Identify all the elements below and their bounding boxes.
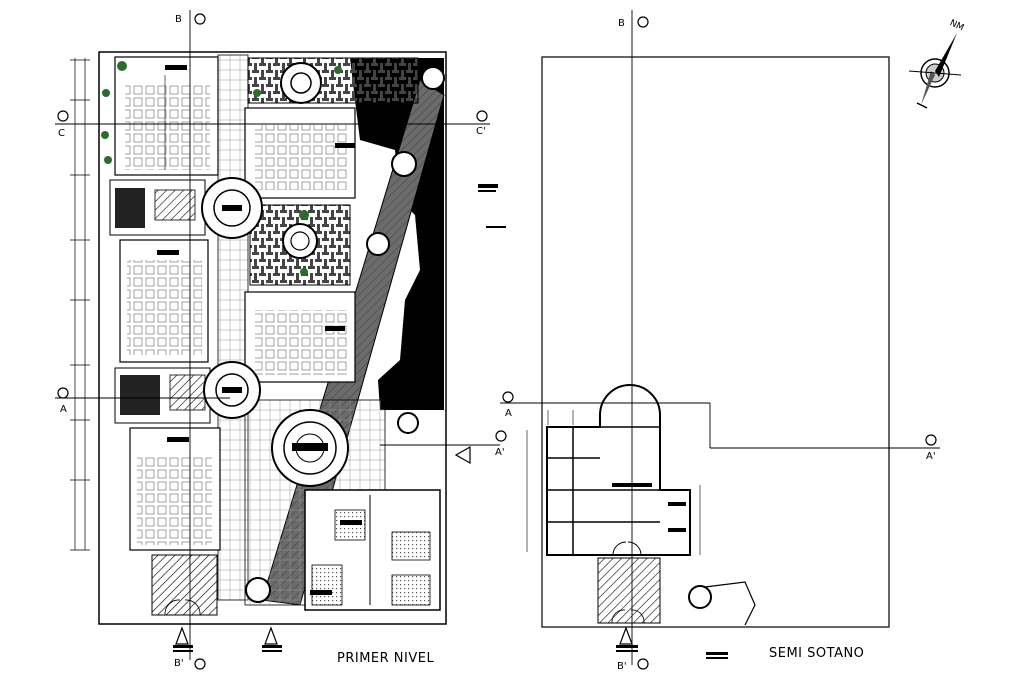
entrance-marker-right — [454, 445, 471, 465]
patio-top — [247, 57, 419, 104]
entrance-marker-left — [173, 626, 193, 652]
circular-plaza-main — [271, 409, 349, 487]
semi-entrance-stairs — [597, 557, 661, 624]
label-a-left-semi: A — [505, 408, 512, 419]
small-circles-ramp — [245, 66, 445, 603]
entrance-marker-semi — [616, 626, 638, 652]
label-b-top-right: B — [618, 18, 625, 29]
plan-title-primer-nivel: PRIMER NIVEL — [337, 651, 434, 666]
label-b-bottom-left: B' — [174, 658, 184, 669]
section-marker-icons — [57, 13, 937, 670]
vegetation — [101, 61, 342, 276]
stair-block-1 — [109, 179, 206, 236]
semi-sotano-plan — [500, 10, 940, 665]
circular-plaza-2 — [201, 177, 263, 239]
legend-bar-2 — [486, 226, 506, 228]
legend-bar-1 — [478, 184, 498, 188]
entrance-marker-center — [262, 626, 282, 652]
plan-title-semi-sotano: SEMI SOTANO — [769, 646, 864, 661]
label-c-left: C — [58, 128, 65, 139]
classroom-block-5 — [244, 291, 356, 383]
primer-nivel-plan — [55, 10, 500, 660]
label-a-left-primary: A — [60, 404, 67, 415]
circular-plaza-4 — [203, 361, 261, 419]
label-c-right: C' — [476, 126, 486, 137]
label-a-right-semi: A' — [926, 451, 936, 462]
semi-annex — [688, 581, 756, 626]
classroom-block-3 — [129, 427, 221, 551]
circular-plaza-3 — [282, 223, 318, 259]
classroom-block-1 — [114, 56, 219, 176]
label-b-bottom-right: B' — [617, 661, 627, 672]
stair-block-2 — [114, 367, 211, 424]
circular-plaza-1 — [280, 62, 322, 104]
interior-walls — [547, 426, 660, 555]
classroom-block-4 — [244, 107, 356, 199]
semi-site-boundary — [541, 56, 890, 628]
site-boundary — [98, 51, 447, 625]
north-arrow-label: NM — [948, 18, 965, 33]
classroom-block-2 — [119, 239, 209, 363]
services-block — [304, 489, 441, 611]
central-corridor — [217, 54, 249, 601]
label-a-right-primary: A' — [495, 447, 505, 458]
semi-title-underline — [706, 652, 728, 655]
entrance-stairs-left — [151, 554, 218, 616]
label-b-top-left: B — [175, 14, 182, 25]
north-arrow-icon — [908, 33, 962, 109]
dimension-lines-left — [70, 58, 90, 551]
